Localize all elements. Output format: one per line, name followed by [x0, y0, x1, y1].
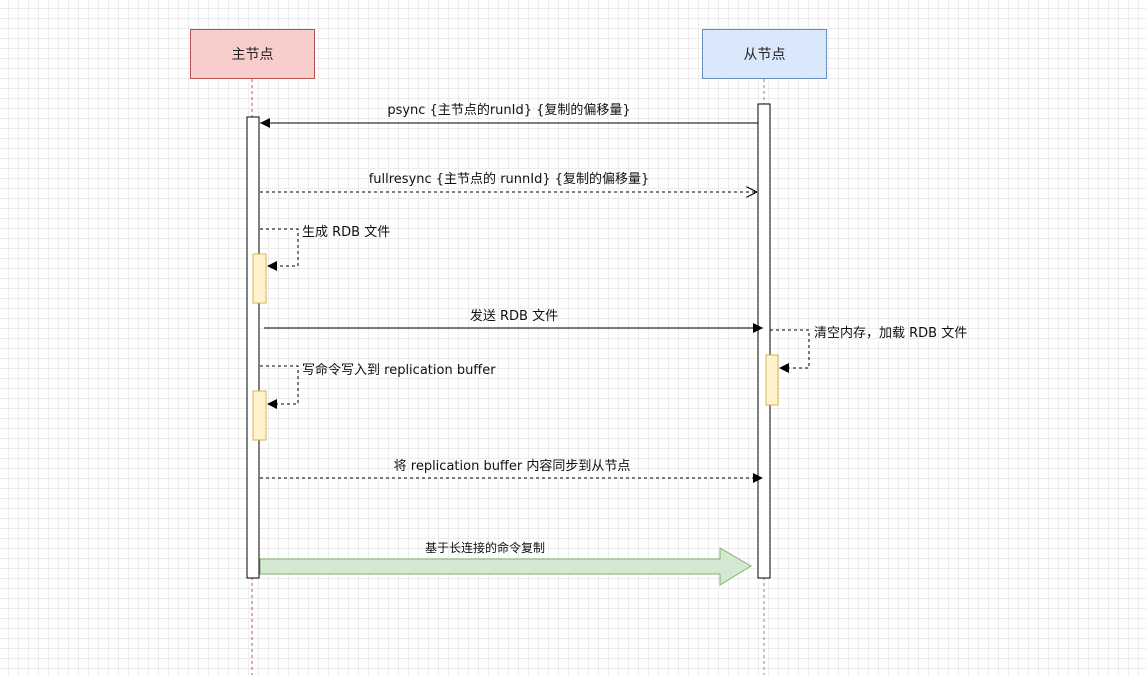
slave-node-label: 从节点 [743, 47, 786, 63]
send-rdb-label: 发送 RDB 文件 [469, 309, 559, 324]
slave-activation [757, 103, 771, 579]
master-node-box[interactable]: 主节点 [190, 29, 315, 79]
long-connection-label: 基于长连接的命令复制 [424, 541, 546, 555]
write-buffer-label: 写命令写入到 replication buffer [302, 363, 496, 378]
clear-load-self-arrow [770, 329, 810, 373]
gen-rdb-self-arrow [260, 228, 299, 271]
master-node-label: 主节点 [231, 47, 274, 63]
load-rdb-activation [765, 354, 779, 406]
master-activation [246, 116, 260, 579]
fullresync-label: fullresync {主节点的 runnId} {复制的偏移量} [368, 172, 650, 187]
slave-node-box[interactable]: 从节点 [702, 29, 827, 79]
sync-buffer-label: 将 replication buffer 内容同步到从节点 [393, 459, 631, 474]
write-buffer-self-arrow [260, 365, 299, 409]
clear-load-label: 清空内存，加载 RDB 文件 [814, 326, 968, 341]
psync-label: psync {主节点的runId} {复制的偏移量} [387, 103, 631, 118]
gen-rdb-activation [252, 253, 267, 304]
gen-rdb-label: 生成 RDB 文件 [302, 225, 391, 240]
write-buffer-activation [252, 390, 267, 441]
long-connection-arrow [259, 547, 752, 586]
